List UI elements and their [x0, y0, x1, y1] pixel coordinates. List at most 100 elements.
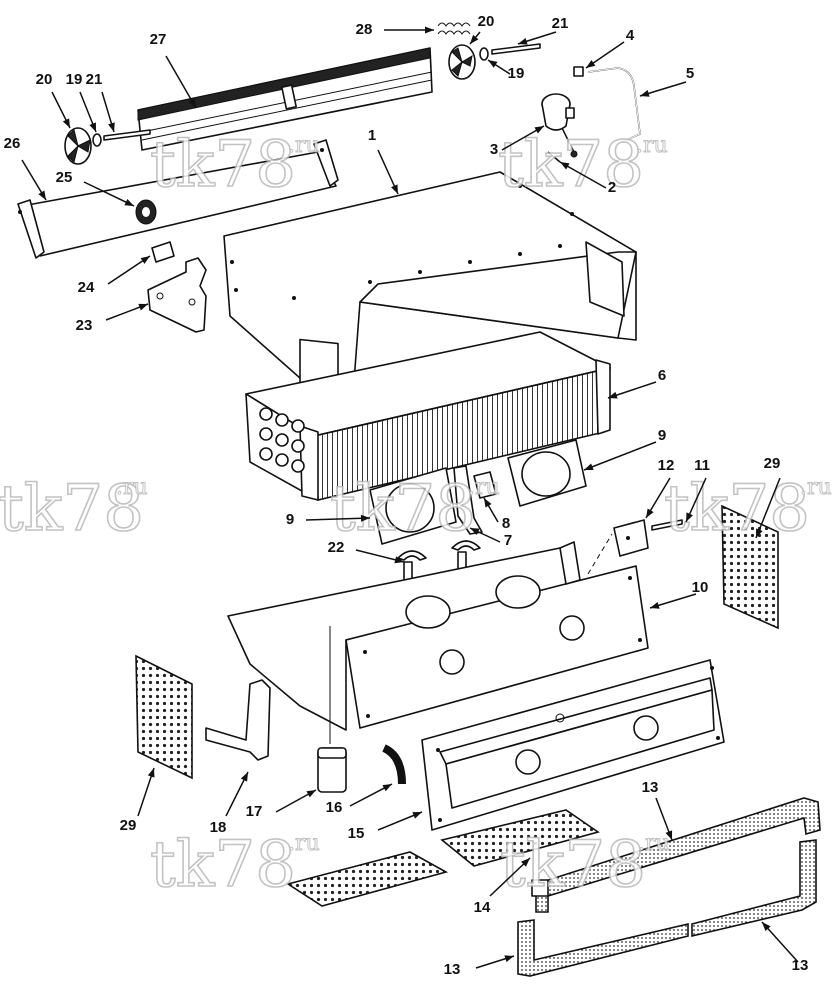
arrowhead-c13b: [504, 955, 514, 963]
svg-text:.ru: .ru: [288, 133, 320, 158]
callout-c29a: 29: [764, 455, 781, 472]
callout-c4: 4: [626, 27, 635, 44]
callout-c13c: 13: [792, 957, 809, 974]
leader-c9a: [305, 517, 371, 521]
part-fan-hub-20-left: [64, 127, 92, 165]
arrowhead-c20b: [470, 34, 479, 44]
leader-c27: [165, 55, 197, 109]
part-motor-plate-9-left: [369, 467, 457, 545]
arrowhead-c28: [425, 26, 434, 34]
part-screw-11: [651, 519, 683, 531]
watermark-top-right: tk78 .ru: [497, 127, 668, 203]
callout-c13a: 13: [642, 779, 659, 796]
part-rail-27: [137, 47, 433, 151]
arrowhead-c4: [586, 60, 596, 68]
svg-text:tk78: tk78: [330, 472, 476, 546]
part-trim-13-right: [691, 839, 817, 938]
callout-c26: 26: [4, 135, 21, 152]
arrowhead-c3: [534, 126, 544, 134]
part-bracket-8: [473, 471, 497, 499]
watermark-mid-left: tk78 .ru: [0, 471, 148, 547]
arrowhead-c14: [521, 858, 530, 867]
svg-text:tk78: tk78: [498, 128, 644, 202]
part-trim-13-upper: [531, 797, 821, 913]
callout-c20a: 20: [36, 71, 53, 88]
arrowhead-c8: [484, 498, 492, 508]
callout-c23: 23: [76, 317, 93, 334]
svg-text:.ru: .ru: [638, 831, 670, 856]
callout-c21a: 21: [86, 71, 103, 88]
part-heater-core-6: [245, 331, 611, 501]
callout-c28: 28: [356, 21, 373, 38]
part-pin-21-right: [491, 43, 541, 55]
arrowhead-c2: [560, 162, 570, 170]
arrowhead-c20a: [62, 118, 70, 128]
callout-c9a: 9: [286, 511, 294, 528]
arrowhead-c29a: [756, 528, 763, 538]
arrowhead-c19b: [488, 60, 498, 68]
part-perforated-plate-14-lower: [286, 851, 449, 907]
part-bracket-23: [147, 257, 207, 333]
svg-text:.ru: .ru: [116, 475, 148, 500]
callout-c18: 18: [210, 819, 227, 836]
callout-c15: 15: [348, 825, 365, 842]
callout-c19a: 19: [66, 71, 83, 88]
arrowhead-c16: [382, 784, 392, 792]
arrowhead-c27: [188, 98, 196, 108]
part-pin-21-left: [103, 129, 151, 141]
arrowhead-c18: [240, 772, 248, 782]
part-plate-26: [17, 139, 339, 259]
svg-text:tk78: tk78: [664, 472, 810, 546]
svg-text:tk78: tk78: [0, 472, 144, 546]
callout-c5: 5: [686, 65, 694, 82]
svg-text:tk78: tk78: [150, 828, 296, 902]
arrowhead-c6: [608, 391, 618, 399]
callout-c10: 10: [692, 579, 709, 596]
arrowhead-c1: [391, 184, 398, 194]
part-bracket-12: [613, 519, 649, 557]
part-spring-28: [437, 22, 471, 35]
watermark-mid-center: tk78 .ru: [329, 471, 500, 547]
arrowhead-c23: [138, 303, 148, 311]
callout-c11: 11: [694, 457, 710, 474]
callout-c6: 6: [658, 367, 666, 384]
callout-c1: 1: [368, 127, 376, 144]
svg-text:.ru: .ru: [800, 475, 832, 500]
part-grille-29-right: [721, 504, 779, 630]
svg-text:.ru: .ru: [468, 475, 500, 500]
callout-c17: 17: [246, 803, 263, 820]
arrowhead-c10: [650, 602, 660, 609]
callout-c3: 3: [490, 141, 498, 158]
callout-c22: 22: [328, 539, 345, 556]
arrowhead-c15: [412, 812, 422, 819]
callout-c25: 25: [56, 169, 73, 186]
leader-c14: [489, 857, 531, 897]
arrowhead-c21a: [108, 122, 115, 132]
callout-c2: 2: [608, 179, 616, 196]
callout-c21b: 21: [552, 15, 569, 32]
guide-line: [587, 533, 613, 575]
part-nut-4: [573, 66, 584, 77]
part-trim-13-left: [517, 919, 689, 977]
leader-lines: [21, 26, 799, 969]
arrowhead-c21b: [518, 37, 528, 45]
callout-c20b: 20: [478, 13, 495, 30]
part-front-panel-15: [421, 659, 725, 831]
arrowhead-c7: [470, 528, 480, 535]
callout-c16: 16: [326, 799, 343, 816]
part-fan-hub-20-right: [448, 44, 476, 80]
part-perforated-plate-14-upper: [440, 809, 600, 867]
part-hose-16: [382, 744, 406, 785]
part-bushing-25: [135, 199, 157, 225]
svg-text:.ru: .ru: [636, 133, 668, 158]
part-clip-2: [547, 151, 561, 163]
callout-c19b: 19: [508, 65, 525, 82]
watermark-top-left: tk78 .ru: [149, 127, 320, 203]
arrowhead-c9a: [360, 514, 370, 522]
part-cylinder-17: [317, 747, 347, 793]
part-linkage-rod-5: [587, 67, 641, 143]
part-actuator-3: [541, 93, 578, 158]
leader-c29a: [755, 477, 781, 539]
